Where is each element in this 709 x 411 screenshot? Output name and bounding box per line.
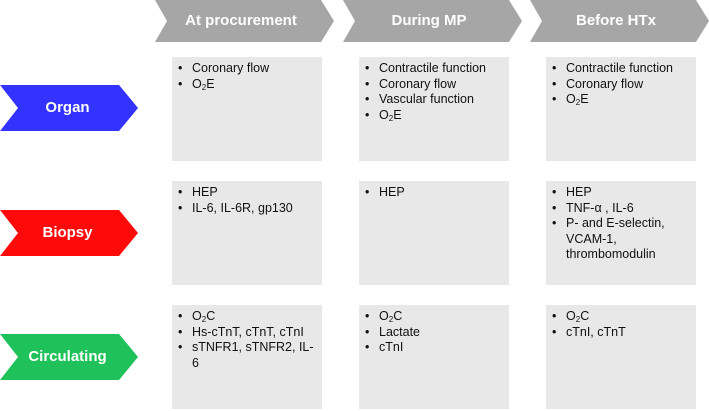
list-item-subscript: 2 [388, 315, 394, 324]
column-header-label: At procurement [185, 12, 297, 29]
bullet-list: Coronary flowO2E [178, 61, 318, 92]
bullet-list: HEPIL-6, IL-6R, gp130 [178, 185, 318, 216]
bullet-list: HEPTNF-α , IL-6P- and E-selectin, VCAM-1… [552, 185, 692, 263]
list-item-subscript: 2 [201, 315, 207, 324]
list-item-text: Coronary flow [566, 76, 644, 91]
row-header-arrow-shape [0, 210, 138, 256]
list-item-text: HEP [566, 185, 592, 199]
list-item: O2C [178, 309, 318, 325]
list-item-text: TNF-α , IL-6 [566, 200, 634, 215]
column-header-chevron-shape [343, 0, 522, 42]
list-item: IL-6, IL-6R, gp130 [178, 201, 318, 217]
bullet-list: Contractile functionCoronary flowO2E [552, 61, 692, 108]
list-item: Hs-cTnT, cTnT, cTnI [178, 325, 318, 341]
list-item-text: HEP [192, 185, 218, 199]
column-header-chevron-shape [155, 0, 334, 42]
list-item-text: Vascular function [379, 92, 474, 106]
column-header-before-htx: Before HTx [530, 0, 709, 42]
list-item: cTnI, cTnT [552, 325, 692, 341]
list-item: O2E [178, 77, 318, 93]
list-item: Lactate [365, 325, 505, 341]
list-item-suffix: C [206, 309, 216, 323]
list-item: O2C [365, 309, 505, 325]
list-item-subscript: 2 [575, 315, 581, 324]
list-item-suffix: C [393, 309, 403, 323]
list-item-text: cTnI, cTnT [566, 324, 626, 339]
list-item-text: Contractile function [379, 61, 487, 75]
list-item-text: cTnI [379, 340, 404, 354]
list-item: sTNFR1, sTNFR2, IL-6 [178, 340, 318, 371]
list-item-text: P- and E-selectin, VCAM-1, thrombomoduli… [566, 216, 665, 261]
cell-biopsy-before-htx: HEPTNF-α , IL-6P- and E-selectin, VCAM-1… [546, 181, 696, 285]
bullet-list: O2CcTnI, cTnT [552, 309, 692, 340]
cell-circulating-at-procurement: O2CHs-cTnT, cTnT, cTnIsTNFR1, sTNFR2, IL… [172, 305, 322, 409]
cell-organ-at-procurement: Coronary flowO2E [172, 57, 322, 161]
list-item: O2C [552, 309, 692, 325]
list-item-text: O [192, 76, 202, 91]
bullet-list: O2CHs-cTnT, cTnT, cTnIsTNFR1, sTNFR2, IL… [178, 309, 318, 371]
row-header-organ: Organ [0, 85, 138, 131]
list-item-text: Hs-cTnT, cTnT, cTnI [192, 324, 304, 339]
cell-circulating-before-htx: O2CcTnI, cTnT [546, 305, 696, 409]
list-item: TNF-α , IL-6 [552, 201, 692, 217]
list-item: Coronary flow [552, 77, 692, 93]
list-item: Vascular function [365, 92, 505, 108]
row-header-label: Biopsy [42, 224, 93, 241]
list-item-text: Coronary flow [379, 76, 457, 91]
list-item: HEP [365, 185, 505, 201]
list-item-text: Lactate [379, 324, 421, 339]
cell-biopsy-during-mp: HEP [359, 181, 509, 285]
list-item-suffix: E [206, 76, 215, 91]
row-header-biopsy: Biopsy [0, 210, 138, 256]
cell-biopsy-at-procurement: HEPIL-6, IL-6R, gp130 [172, 181, 322, 285]
bullet-list: HEP [365, 185, 505, 201]
list-item: P- and E-selectin, VCAM-1, thrombomoduli… [552, 216, 692, 263]
row-header-label: Circulating [28, 348, 107, 365]
list-item: HEP [178, 185, 318, 201]
list-item-text: O [566, 92, 576, 106]
list-item-subscript: 2 [388, 113, 394, 123]
cell-organ-before-htx: Contractile functionCoronary flowO2E [546, 57, 696, 161]
list-item-suffix: E [580, 92, 589, 106]
row-header-circulating: Circulating [0, 334, 138, 380]
list-item-text: O [379, 107, 389, 122]
row-header-arrow-shape [0, 85, 138, 131]
bullet-list: Contractile functionCoronary flowVascula… [365, 61, 505, 123]
cell-circulating-during-mp: O2CLactatecTnI [359, 305, 509, 409]
list-item-text: O [192, 309, 202, 323]
list-item: Contractile function [365, 61, 505, 77]
list-item-subscript: 2 [575, 98, 581, 107]
column-header-during-mp: During MP [343, 0, 522, 42]
column-header-label: During MP [391, 12, 467, 29]
list-item: Coronary flow [178, 61, 318, 77]
list-item-text: O [566, 309, 576, 323]
column-header-chevron-shape [530, 0, 709, 42]
cell-organ-during-mp: Contractile functionCoronary flowVascula… [359, 57, 509, 161]
list-item: cTnI [365, 340, 505, 356]
row-header-arrow-shape [0, 334, 138, 380]
list-item-text: IL-6, IL-6R, gp130 [192, 200, 293, 215]
list-item-subscript: 2 [201, 82, 207, 92]
list-item-text: sTNFR1, sTNFR2, IL-6 [192, 340, 314, 370]
column-header-at-procurement: At procurement [155, 0, 334, 42]
list-item-text: O [379, 309, 389, 323]
list-item-suffix: C [580, 309, 590, 323]
row-header-label: Organ [45, 99, 90, 116]
list-item: O2E [552, 92, 692, 108]
list-item-text: HEP [379, 185, 405, 199]
list-item: HEP [552, 185, 692, 201]
list-item-text: Contractile function [566, 61, 674, 75]
list-item: Contractile function [552, 61, 692, 77]
list-item: Coronary flow [365, 77, 505, 93]
list-item-text: Coronary flow [192, 61, 270, 75]
list-item-suffix: E [393, 107, 402, 122]
bullet-list: O2CLactatecTnI [365, 309, 505, 356]
list-item: O2E [365, 108, 505, 124]
column-header-label: Before HTx [575, 12, 657, 29]
